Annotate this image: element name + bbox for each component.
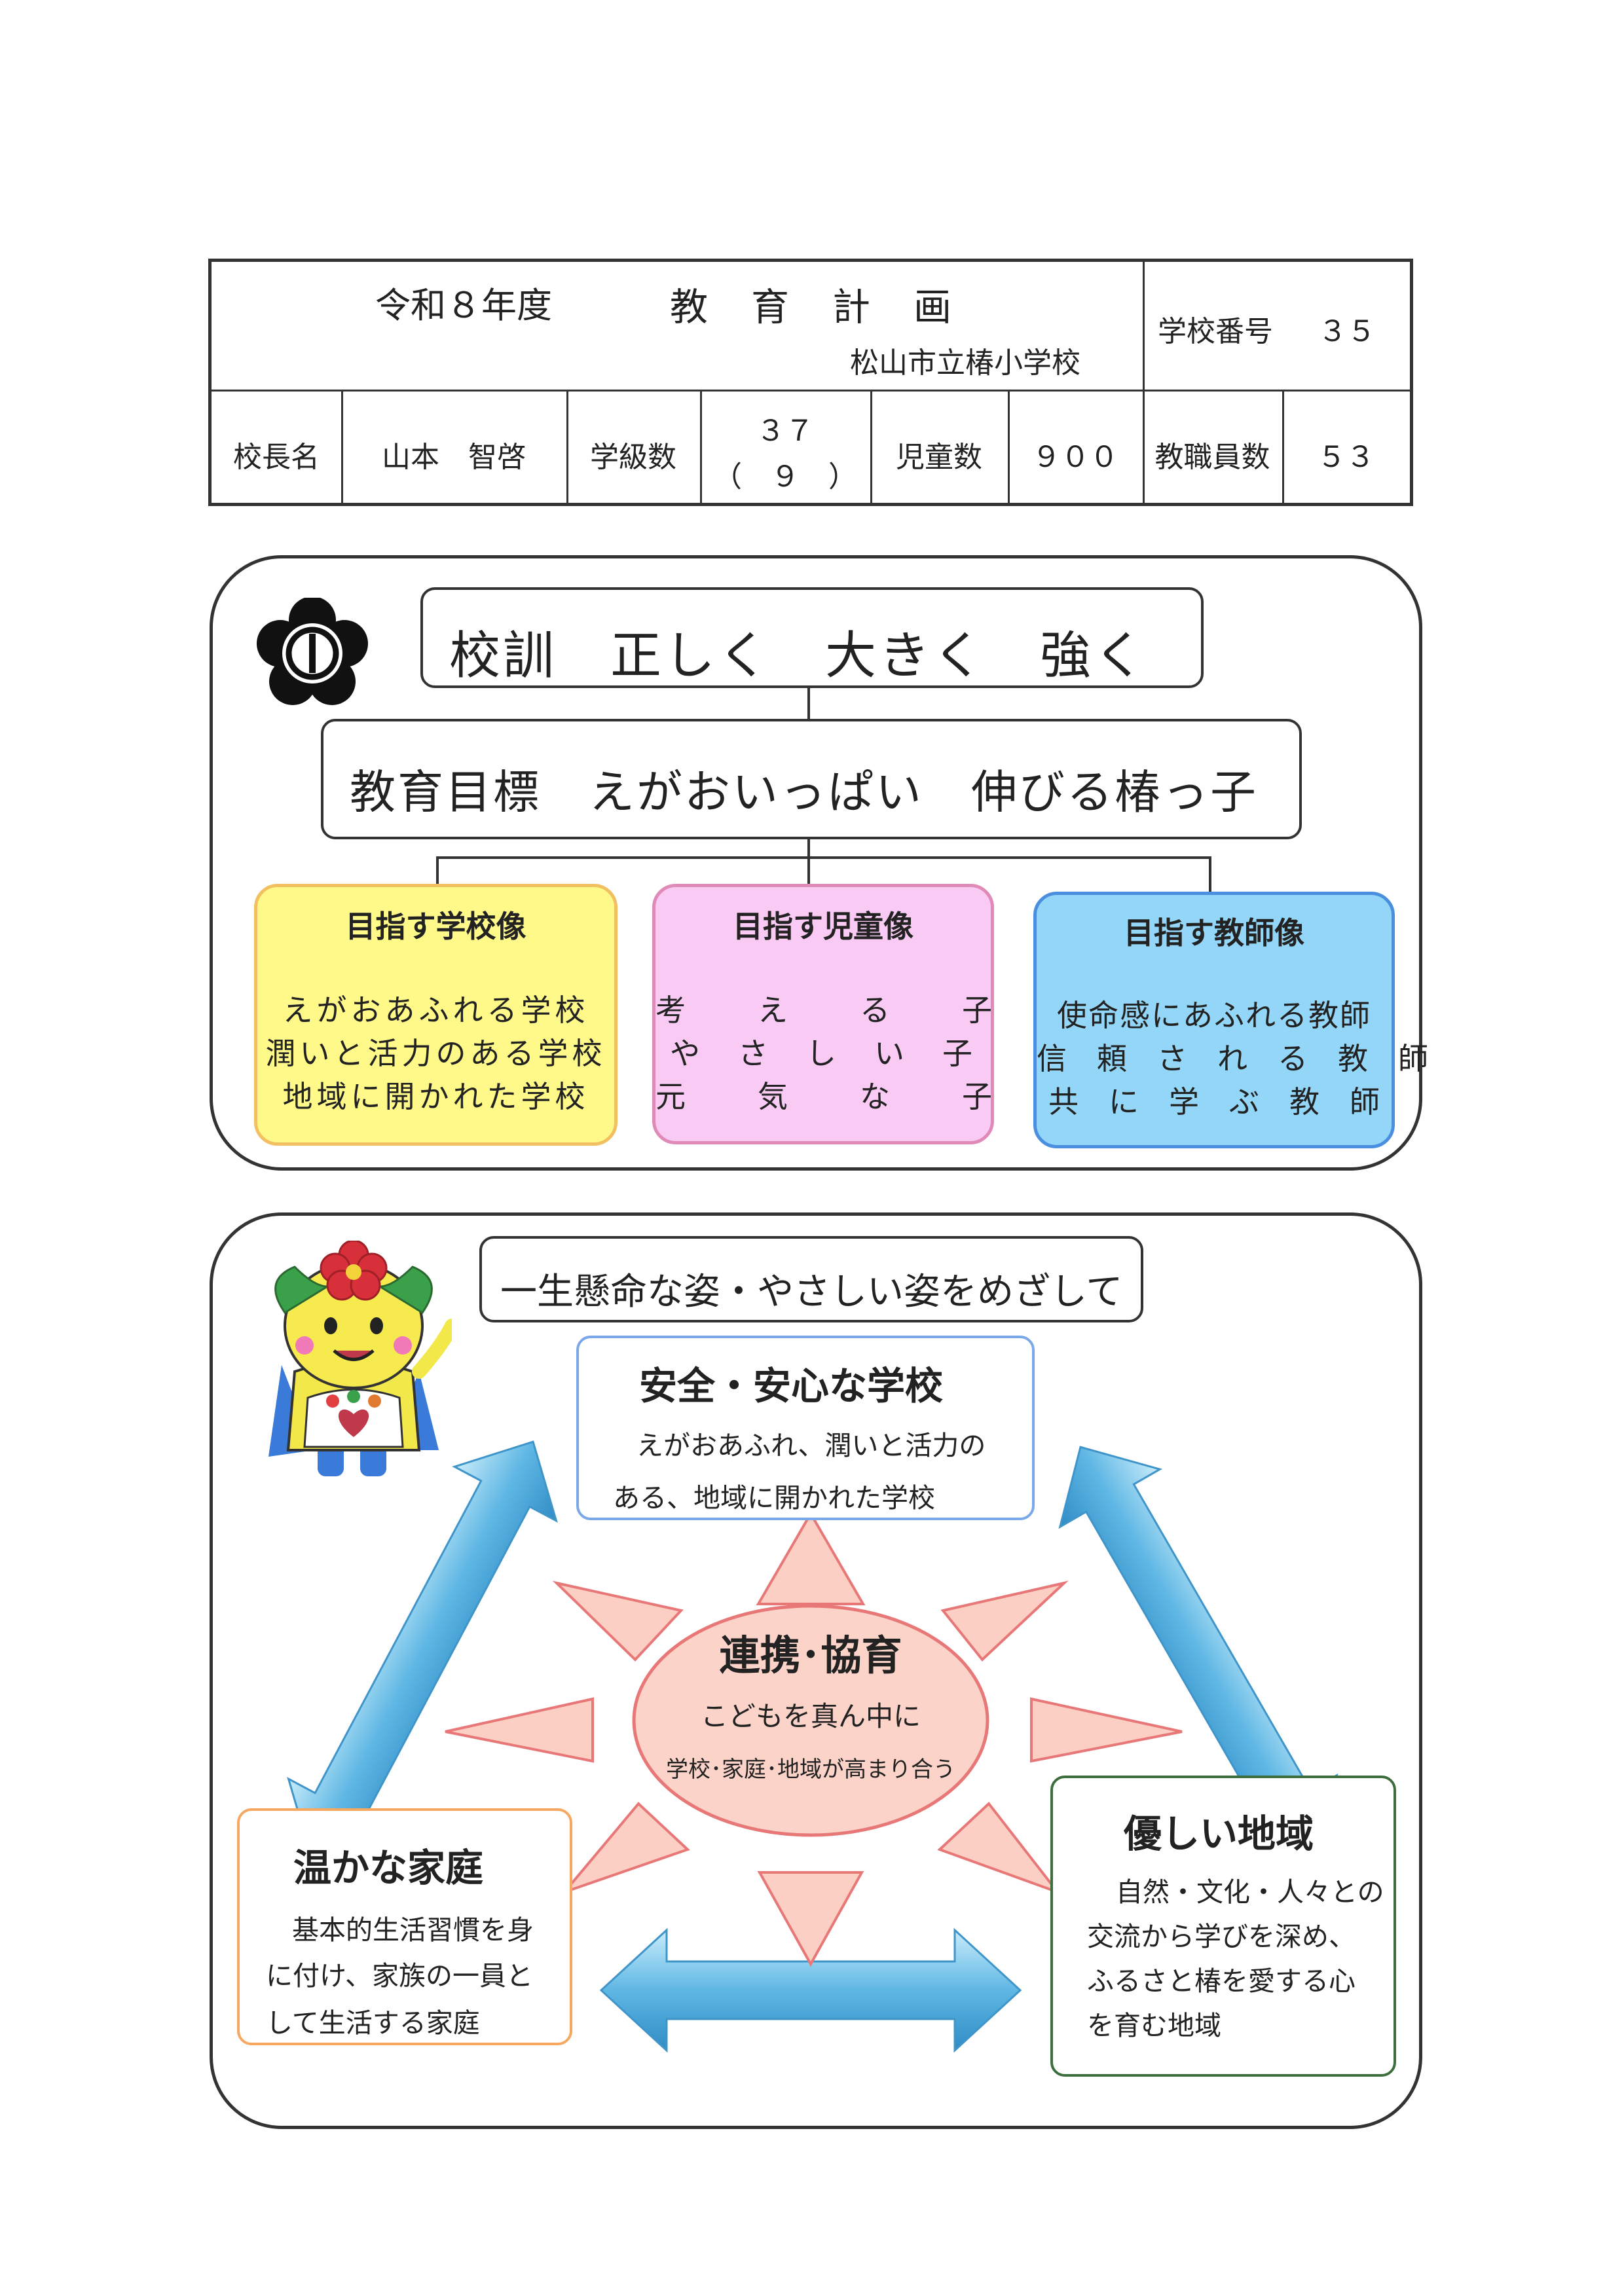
goal-box: 教育目標 えがおいっぱい 伸びる椿っ子	[321, 719, 1302, 839]
school-vision-heading: 目指す学校像	[345, 909, 526, 944]
title-year: 令和８年度	[375, 285, 552, 326]
table-divider	[1282, 390, 1284, 503]
staff-value: ５３	[1317, 441, 1375, 474]
connector	[1209, 856, 1211, 892]
safe-school-line-2: ある、地域に開かれた学校	[613, 1482, 935, 1514]
school-vision-box: 目指す学校像 えがおあふれる学校 潤いと活力のある学校 地域に開かれた学校	[254, 884, 618, 1146]
teacher-vision-box: 目指す教師像 使命感にあふれる教師 信 頼 さ れ る 教 師 共 に 学 ぶ …	[1033, 892, 1428, 1148]
kind-community-line-1: 自然・文化・人々との	[1116, 1876, 1384, 1908]
principal-name: 山本 智啓	[382, 441, 526, 474]
connector	[436, 856, 1211, 859]
warm-home-line-1: 基本的生活習慣を身	[292, 1914, 534, 1946]
warm-home-line-3: して生活する家庭	[266, 2007, 480, 2039]
school-name: 松山市立椿小学校	[850, 346, 1080, 380]
table-divider	[1008, 390, 1010, 503]
center-title: 連携･協育	[719, 1631, 902, 1679]
teacher-vision-heading: 目指す教師像	[1124, 915, 1304, 951]
center-ellipse	[632, 1604, 989, 1837]
school-number-label: 学校番号	[1158, 315, 1273, 348]
sun-ray-icons	[445, 1511, 1183, 1967]
table-divider	[341, 390, 343, 503]
teacher-vision-item: 信 頼 さ れ る 教 師	[1037, 1041, 1428, 1076]
center-line-1: こどもを真ん中に	[700, 1700, 921, 1732]
kind-community-line-2: 交流から学びを深め、	[1087, 1921, 1356, 1952]
connector	[807, 686, 810, 720]
warm-home-box: 温かな家庭 基本的生活習慣を身 に付け、家族の一員と して生活する家庭	[237, 1808, 572, 2045]
teacher-vision-item: 使命感にあふれる教師	[1057, 998, 1371, 1033]
table-divider	[1143, 390, 1145, 503]
info-table: 令和８年度 教 育 計 画 松山市立椿小学校 学校番号 ３５ 校長名 山本 智啓…	[208, 259, 1413, 506]
kind-community-title: 優しい地域	[1124, 1812, 1314, 1856]
student-vision-item: 元 気 な 子	[655, 1079, 996, 1114]
slogan-text: 一生懸命な姿・やさしい姿をめざして	[500, 1271, 1123, 1313]
connector	[807, 856, 810, 884]
staff-label: 教職員数	[1154, 441, 1270, 474]
motto-box: 校訓 正しく 大きく 強く	[420, 587, 1204, 688]
classes-label: 学級数	[590, 441, 676, 474]
connector	[436, 856, 439, 884]
kind-community-line-3: ふるさと椿を愛する心	[1087, 1965, 1356, 1997]
student-vision-item: 考 え る 子	[655, 993, 996, 1028]
connector	[807, 839, 810, 869]
motto-text: 校訓 正しく 大きく 強く	[449, 627, 1148, 685]
students-label: 児童数	[896, 441, 982, 474]
safe-school-line-1: えがおあふれ、潤いと活力の	[637, 1430, 986, 1461]
warm-home-line-2: に付け、家族の一員と	[266, 1960, 533, 1992]
center-line-2: 学校･家庭･地域が高まり合う	[666, 1757, 955, 1783]
table-divider	[870, 390, 872, 503]
table-divider	[700, 390, 702, 503]
student-vision-item: や さ し い 子	[670, 1036, 976, 1071]
title-main: 教 育 計 画	[670, 285, 955, 329]
students-value: ９００	[1032, 441, 1118, 474]
double-arrow-icon	[599, 1927, 1022, 2053]
principal-label: 校長名	[233, 441, 320, 474]
warm-home-title: 温かな家庭	[293, 1846, 484, 1890]
student-vision-heading: 目指す児童像	[733, 909, 913, 944]
goal-text: 教育目標 えがおいっぱい 伸びる椿っ子	[350, 765, 1258, 819]
slogan-box: 一生懸命な姿・やさしい姿をめざして	[479, 1236, 1143, 1322]
table-divider	[1143, 262, 1145, 390]
table-divider	[566, 390, 568, 503]
school-number: ３５	[1318, 315, 1376, 348]
school-vision-item: えがおあふれる学校	[282, 993, 589, 1028]
mascot-character-icon	[255, 1239, 459, 1483]
classes-sub: （ ９ ）	[713, 460, 857, 494]
kind-community-line-4: を育む地域	[1087, 2010, 1221, 2041]
safe-school-box: 安全・安心な学校 えがおあふれ、潤いと活力の ある、地域に開かれた学校	[576, 1336, 1035, 1520]
school-vision-item: 潤いと活力のある学校	[265, 1036, 606, 1071]
school-emblem-icon	[257, 596, 368, 709]
safe-school-title: 安全・安心な学校	[639, 1364, 944, 1408]
teacher-vision-item: 共 に 学 ぶ 教 師	[1048, 1084, 1380, 1120]
classes-value: ３７	[756, 414, 814, 448]
kind-community-box: 優しい地域 自然・文化・人々との 交流から学びを深め、 ふるさと椿を愛する心 を…	[1050, 1776, 1396, 2077]
school-vision-item: 地域に開かれた学校	[282, 1079, 589, 1114]
student-vision-box: 目指す児童像 考 え る 子 や さ し い 子 元 気 な 子	[652, 884, 994, 1144]
table-divider	[212, 390, 1410, 392]
